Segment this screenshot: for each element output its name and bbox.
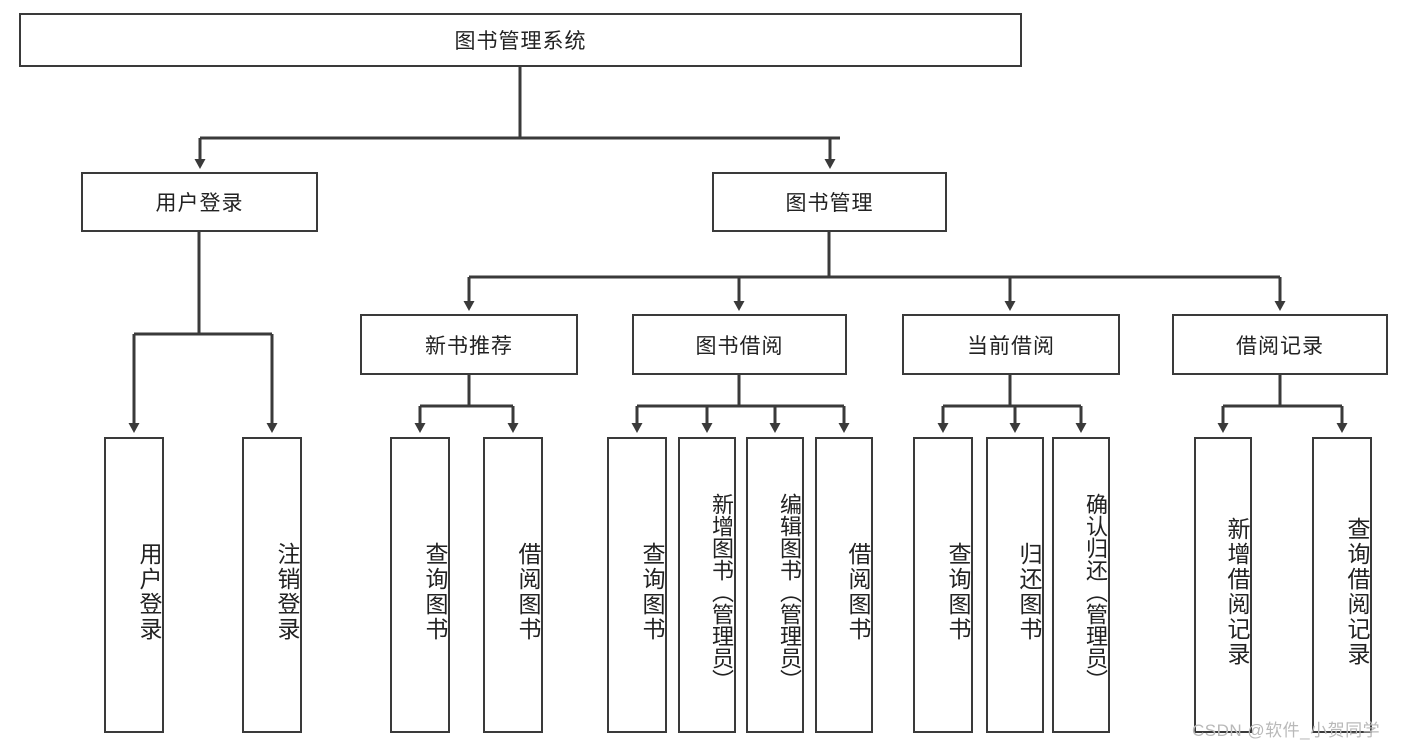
node-user-login-label: 用户登录 — [155, 192, 244, 215]
node-book-manage-label: 图书管理 — [785, 192, 874, 215]
node-current-borrow[interactable]: 当前借阅 — [902, 314, 1120, 375]
leaf-query-book-2-label: 查询图书 — [639, 542, 665, 642]
leaf-user-logout[interactable]: 注销登录 — [242, 437, 302, 733]
node-book-borrow-label: 图书借阅 — [695, 334, 784, 358]
leaf-query-record-label: 查询借阅记录 — [1344, 517, 1370, 667]
node-root[interactable]: 图书管理系统 — [19, 13, 1022, 67]
leaf-borrow-book-1[interactable]: 借阅图书 — [483, 437, 543, 733]
leaf-add-book-label: 新增图书（管理员） — [709, 493, 734, 691]
node-new-book-rec-label: 新书推荐 — [425, 334, 513, 358]
leaf-confirm-return-label: 确认归还（管理员） — [1083, 493, 1108, 691]
leaf-borrow-book-1-label: 借阅图书 — [515, 542, 541, 642]
leaf-query-book-1-label: 查询图书 — [422, 542, 448, 642]
leaf-borrow-book-2[interactable]: 借阅图书 — [815, 437, 873, 733]
leaf-return-book[interactable]: 归还图书 — [986, 437, 1044, 733]
leaf-query-book-3-label: 查询图书 — [945, 542, 971, 642]
leaf-edit-book-label: 编辑图书（管理员） — [777, 493, 802, 691]
node-new-book-rec[interactable]: 新书推荐 — [360, 314, 578, 375]
leaf-query-book-2[interactable]: 查询图书 — [607, 437, 667, 733]
node-borrow-record-label: 借阅记录 — [1236, 334, 1324, 358]
leaf-add-record-label: 新增借阅记录 — [1224, 517, 1250, 667]
node-book-borrow[interactable]: 图书借阅 — [632, 314, 847, 375]
node-root-label: 图书管理系统 — [454, 30, 587, 53]
leaf-query-book-3[interactable]: 查询图书 — [913, 437, 973, 733]
node-borrow-record[interactable]: 借阅记录 — [1172, 314, 1388, 375]
leaf-add-book[interactable]: 新增图书（管理员） — [678, 437, 736, 733]
leaf-borrow-book-2-label: 借阅图书 — [845, 542, 871, 642]
leaf-edit-book[interactable]: 编辑图书（管理员） — [746, 437, 804, 733]
node-user-login[interactable]: 用户登录 — [81, 172, 318, 232]
node-book-manage[interactable]: 图书管理 — [712, 172, 947, 232]
node-current-borrow-label: 当前借阅 — [967, 334, 1055, 358]
csdn-watermark: CSDN @软件_小贺同学 — [1192, 721, 1381, 740]
leaf-user-login[interactable]: 用户登录 — [104, 437, 164, 733]
leaf-query-book-1[interactable]: 查询图书 — [390, 437, 450, 733]
leaf-add-record[interactable]: 新增借阅记录 — [1194, 437, 1252, 733]
leaf-confirm-return[interactable]: 确认归还（管理员） — [1052, 437, 1110, 733]
leaf-user-logout-label: 注销登录 — [274, 542, 300, 642]
leaf-user-login-label: 用户登录 — [136, 542, 162, 642]
leaf-return-book-label: 归还图书 — [1016, 542, 1042, 642]
leaf-query-record[interactable]: 查询借阅记录 — [1312, 437, 1372, 733]
